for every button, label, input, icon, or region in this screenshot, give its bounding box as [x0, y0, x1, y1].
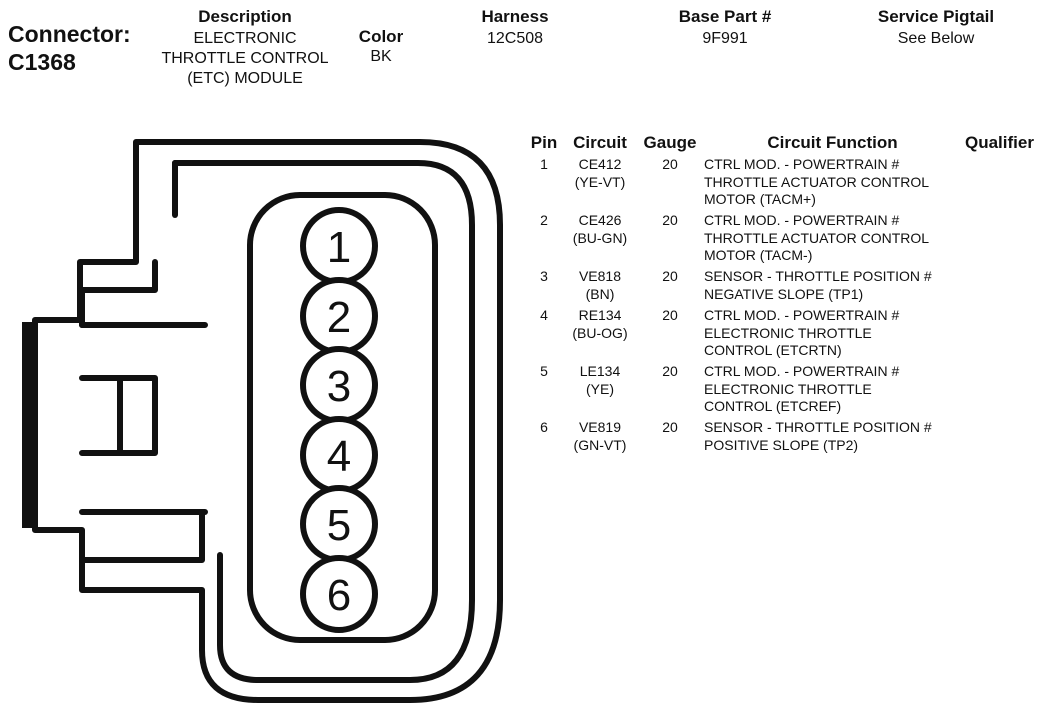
- pin-1: 1: [300, 207, 378, 285]
- pin-4-label: 4: [327, 432, 351, 481]
- pin-2: 2: [300, 277, 378, 355]
- circuit-id: CE426: [578, 212, 622, 228]
- gauge-cell: 20: [662, 212, 678, 228]
- circuit-cell: CE426 (BU-GN): [565, 212, 635, 247]
- connector-face-diagram: 1 2 3 4 5 6: [22, 139, 503, 703]
- circuit-color: (GN-VT): [573, 436, 627, 453]
- circuit-color: (BN): [585, 285, 615, 302]
- pin-circles: 1 2 3 4 5 6: [300, 207, 378, 633]
- circuit-color: (BU-GN): [572, 229, 628, 246]
- circuit-function-cell: CTRL MOD. - POWERTRAIN # ELECTRONIC THRO…: [704, 363, 964, 416]
- function-line: SENSOR - THROTTLE POSITION #: [704, 268, 932, 284]
- description-line-3: (ETC) MODULE: [187, 70, 303, 87]
- function-line: THROTTLE ACTUATOR CONTROL: [704, 173, 930, 190]
- gauge-cell: 20: [662, 268, 678, 284]
- circuit-id: VE819: [578, 419, 622, 435]
- pin-2-label: 2: [327, 293, 351, 342]
- circuit-cell: CE412 (YE-VT): [565, 156, 635, 191]
- pin-number: 6: [540, 419, 548, 435]
- pin-number: 2: [540, 212, 548, 228]
- base-part-label: Base Part #: [678, 7, 772, 26]
- pin-3: 3: [300, 346, 378, 424]
- pin-4: 4: [300, 416, 378, 494]
- column-header-circuit-function: Circuit Function: [767, 133, 898, 152]
- pin-number: 1: [540, 156, 548, 172]
- pin-number: 3: [540, 268, 548, 284]
- circuit-id: VE818: [578, 268, 622, 284]
- gauge-cell: 20: [662, 307, 678, 323]
- pin-6: 6: [300, 555, 378, 633]
- pin-1-label: 1: [327, 223, 351, 272]
- circuit-function-cell: CTRL MOD. - POWERTRAIN # THROTTLE ACTUAT…: [704, 156, 964, 209]
- circuit-cell: LE134 (YE): [565, 363, 635, 398]
- function-line: MOTOR (TACM+): [704, 191, 816, 207]
- function-line: SENSOR - THROTTLE POSITION #: [704, 419, 932, 435]
- latch-detail: [79, 322, 208, 515]
- housing-outline-inner: [172, 160, 475, 683]
- color-value: BK: [370, 48, 392, 65]
- harness-value: 12C508: [486, 30, 544, 47]
- pin-6-label: 6: [327, 571, 351, 620]
- gauge-cell: 20: [662, 363, 678, 379]
- circuit-id: RE134: [578, 307, 622, 323]
- function-line: CONTROL (ETCRTN): [704, 342, 842, 358]
- function-line: THROTTLE ACTUATOR CONTROL: [704, 229, 930, 246]
- description-line-1: ELECTRONIC: [193, 30, 297, 47]
- circuit-function-cell: CTRL MOD. - POWERTRAIN # THROTTLE ACTUAT…: [704, 212, 964, 265]
- function-line: MOTOR (TACM-): [704, 247, 813, 263]
- pin-number: 5: [540, 363, 548, 379]
- column-header-pin: Pin: [530, 133, 558, 152]
- circuit-id: LE134: [579, 363, 621, 379]
- function-line: CTRL MOD. - POWERTRAIN #: [704, 156, 900, 172]
- connector-label: Connector:: [8, 21, 131, 47]
- function-line: ELECTRONIC THROTTLE: [704, 324, 872, 341]
- harness-block: Harness 12C508: [460, 7, 570, 49]
- harness-label: Harness: [481, 7, 549, 26]
- pin-cavity-outline: [247, 192, 438, 643]
- base-part-value: 9F991: [702, 30, 748, 47]
- color-block: Color BK: [345, 27, 417, 67]
- circuit-cell: RE134 (BU-OG): [565, 307, 635, 342]
- column-header-gauge: Gauge: [643, 133, 697, 152]
- pin-5-label: 5: [327, 501, 351, 550]
- circuit-function-cell: SENSOR - THROTTLE POSITION # POSITIVE SL…: [704, 419, 964, 454]
- function-line: POSITIVE SLOPE (TP2): [704, 436, 859, 453]
- base-part-block: Base Part # 9F991: [660, 7, 790, 49]
- function-line: NEGATIVE SLOPE (TP1): [704, 285, 864, 302]
- pin-number: 4: [540, 307, 548, 323]
- color-label: Color: [358, 27, 404, 46]
- side-lock-tab: [22, 322, 38, 528]
- function-line: ELECTRONIC THROTTLE: [704, 380, 872, 397]
- circuit-cell: VE819 (GN-VT): [565, 419, 635, 454]
- column-header-qualifier: Qualifier: [965, 133, 1034, 152]
- function-line: CTRL MOD. - POWERTRAIN #: [704, 212, 900, 228]
- circuit-cell: VE818 (BN): [565, 268, 635, 303]
- pin-5: 5: [300, 485, 378, 563]
- service-pigtail-label: Service Pigtail: [877, 7, 995, 26]
- gauge-cell: 20: [662, 156, 678, 172]
- function-line: CONTROL (ETCREF): [704, 398, 842, 414]
- service-pigtail-value: See Below: [897, 30, 975, 47]
- service-pigtail-block: Service Pigtail See Below: [860, 7, 1012, 49]
- circuit-color: (YE-VT): [574, 173, 626, 190]
- description-line-2: THROTTLE CONTROL: [161, 50, 329, 67]
- description-label: Description: [198, 7, 292, 26]
- circuit-color: (BU-OG): [572, 324, 628, 341]
- gauge-cell: 20: [662, 419, 678, 435]
- circuit-id: CE412: [578, 156, 622, 172]
- function-line: CTRL MOD. - POWERTRAIN #: [704, 363, 900, 379]
- circuit-function-cell: CTRL MOD. - POWERTRAIN # ELECTRONIC THRO…: [704, 307, 964, 360]
- connector-id: C1368: [8, 49, 76, 75]
- function-line: CTRL MOD. - POWERTRAIN #: [704, 307, 900, 323]
- circuit-function-cell: SENSOR - THROTTLE POSITION # NEGATIVE SL…: [704, 268, 964, 303]
- description-block: Description ELECTRONIC THROTTLE CONTROL …: [140, 7, 350, 89]
- circuit-color: (YE): [586, 380, 614, 397]
- housing-outline-outer: [32, 139, 503, 703]
- pin-3-label: 3: [327, 362, 351, 411]
- connector-header: Connector: C1368: [8, 20, 131, 76]
- column-header-circuit: Circuit: [573, 133, 627, 152]
